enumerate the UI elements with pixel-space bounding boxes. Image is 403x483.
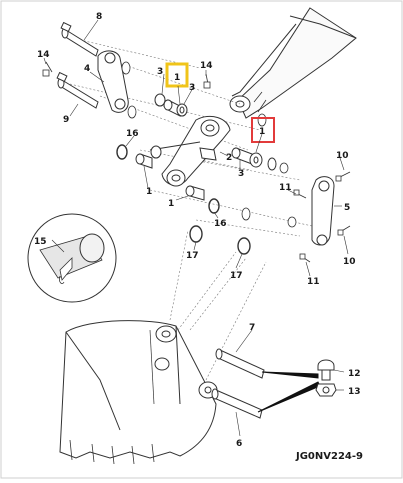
- diagram-code: JG0NV224-9: [295, 451, 363, 462]
- label-part-16-upper: 16: [126, 129, 139, 139]
- bushings-upper: [154, 93, 188, 117]
- bucket: [59, 320, 218, 465]
- bushings-lower-left: [135, 153, 205, 201]
- label-part-14-right: 14: [200, 61, 213, 71]
- label-part-17-left: 17: [186, 251, 199, 261]
- label-part-11-upper: 11: [279, 183, 292, 193]
- label-part-12: 12: [348, 369, 361, 379]
- label-part-10-upper: 10: [336, 151, 349, 161]
- link-4: [97, 50, 129, 113]
- label-part-7: 7: [249, 323, 255, 333]
- leader-lines: [43, 19, 349, 437]
- rocker-link-2: [149, 115, 231, 187]
- label-part-11-lower: 11: [307, 277, 320, 287]
- washers-left: [121, 61, 137, 119]
- label-part-1-left: 1: [146, 187, 152, 197]
- label-part-13: 13: [348, 387, 361, 397]
- label-part-15: 15: [34, 237, 47, 247]
- bushings-right: [231, 147, 277, 171]
- bolts-right: [293, 171, 351, 263]
- label-part-6: 6: [236, 439, 242, 449]
- bolt-14-right: [203, 73, 211, 89]
- highlight-box-red: [251, 117, 275, 143]
- label-part-8: 8: [96, 12, 102, 22]
- label-part-3-mid: 3: [189, 83, 195, 93]
- label-part-4: 4: [84, 64, 90, 74]
- label-part-10-lower: 10: [343, 257, 356, 267]
- label-part-1-highlighted-red: 1: [259, 127, 265, 137]
- grease-callout: [27, 213, 117, 303]
- label-part-1-highlighted-yellow: 1: [174, 73, 180, 83]
- label-part-3-right: 3: [238, 169, 244, 179]
- label-part-2: 2: [226, 153, 232, 163]
- label-part-14-left: 14: [37, 50, 50, 60]
- pin-6: [211, 388, 263, 419]
- label-part-16-lower: 16: [214, 219, 227, 229]
- pin-7: [215, 348, 265, 379]
- highlight-box-yellow: [165, 62, 189, 88]
- pin-8: [60, 21, 99, 57]
- label-part-9: 9: [63, 115, 69, 125]
- label-part-17-right: 17: [230, 271, 243, 281]
- bolt-nut-detail: [315, 359, 337, 397]
- pin-9: [56, 71, 99, 109]
- label-part-1-lower: 1: [168, 199, 174, 209]
- label-part-5: 5: [344, 203, 350, 213]
- label-part-3-upper: 3: [157, 67, 163, 77]
- link-5: [311, 176, 335, 246]
- bolt-14-left: [42, 61, 53, 77]
